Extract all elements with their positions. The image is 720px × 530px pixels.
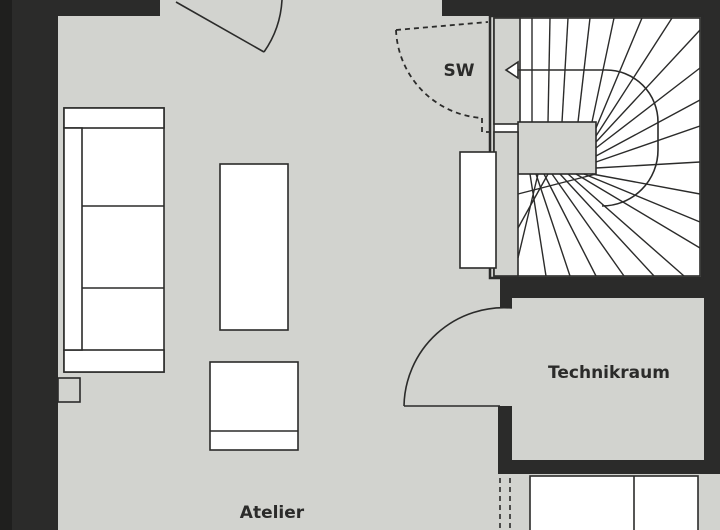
technikraum-label: Technikraum — [548, 363, 670, 383]
technikraum-door-opening — [498, 308, 514, 406]
atelier-label: Atelier — [240, 503, 305, 523]
sofa — [63, 107, 165, 373]
technikraum-door — [403, 306, 513, 407]
side-table — [57, 377, 81, 403]
exterior-left-strip — [0, 0, 12, 530]
stair-label: SW — [444, 61, 475, 81]
entrance-door — [175, 0, 283, 53]
staircase — [488, 14, 704, 280]
lower-room-wardrobe — [529, 475, 699, 530]
wall-cabinet — [459, 151, 497, 269]
armchair — [209, 361, 299, 451]
coffee-table — [219, 163, 289, 331]
technikraum-floor — [512, 298, 704, 460]
stair-arrow-icon — [504, 60, 519, 80]
